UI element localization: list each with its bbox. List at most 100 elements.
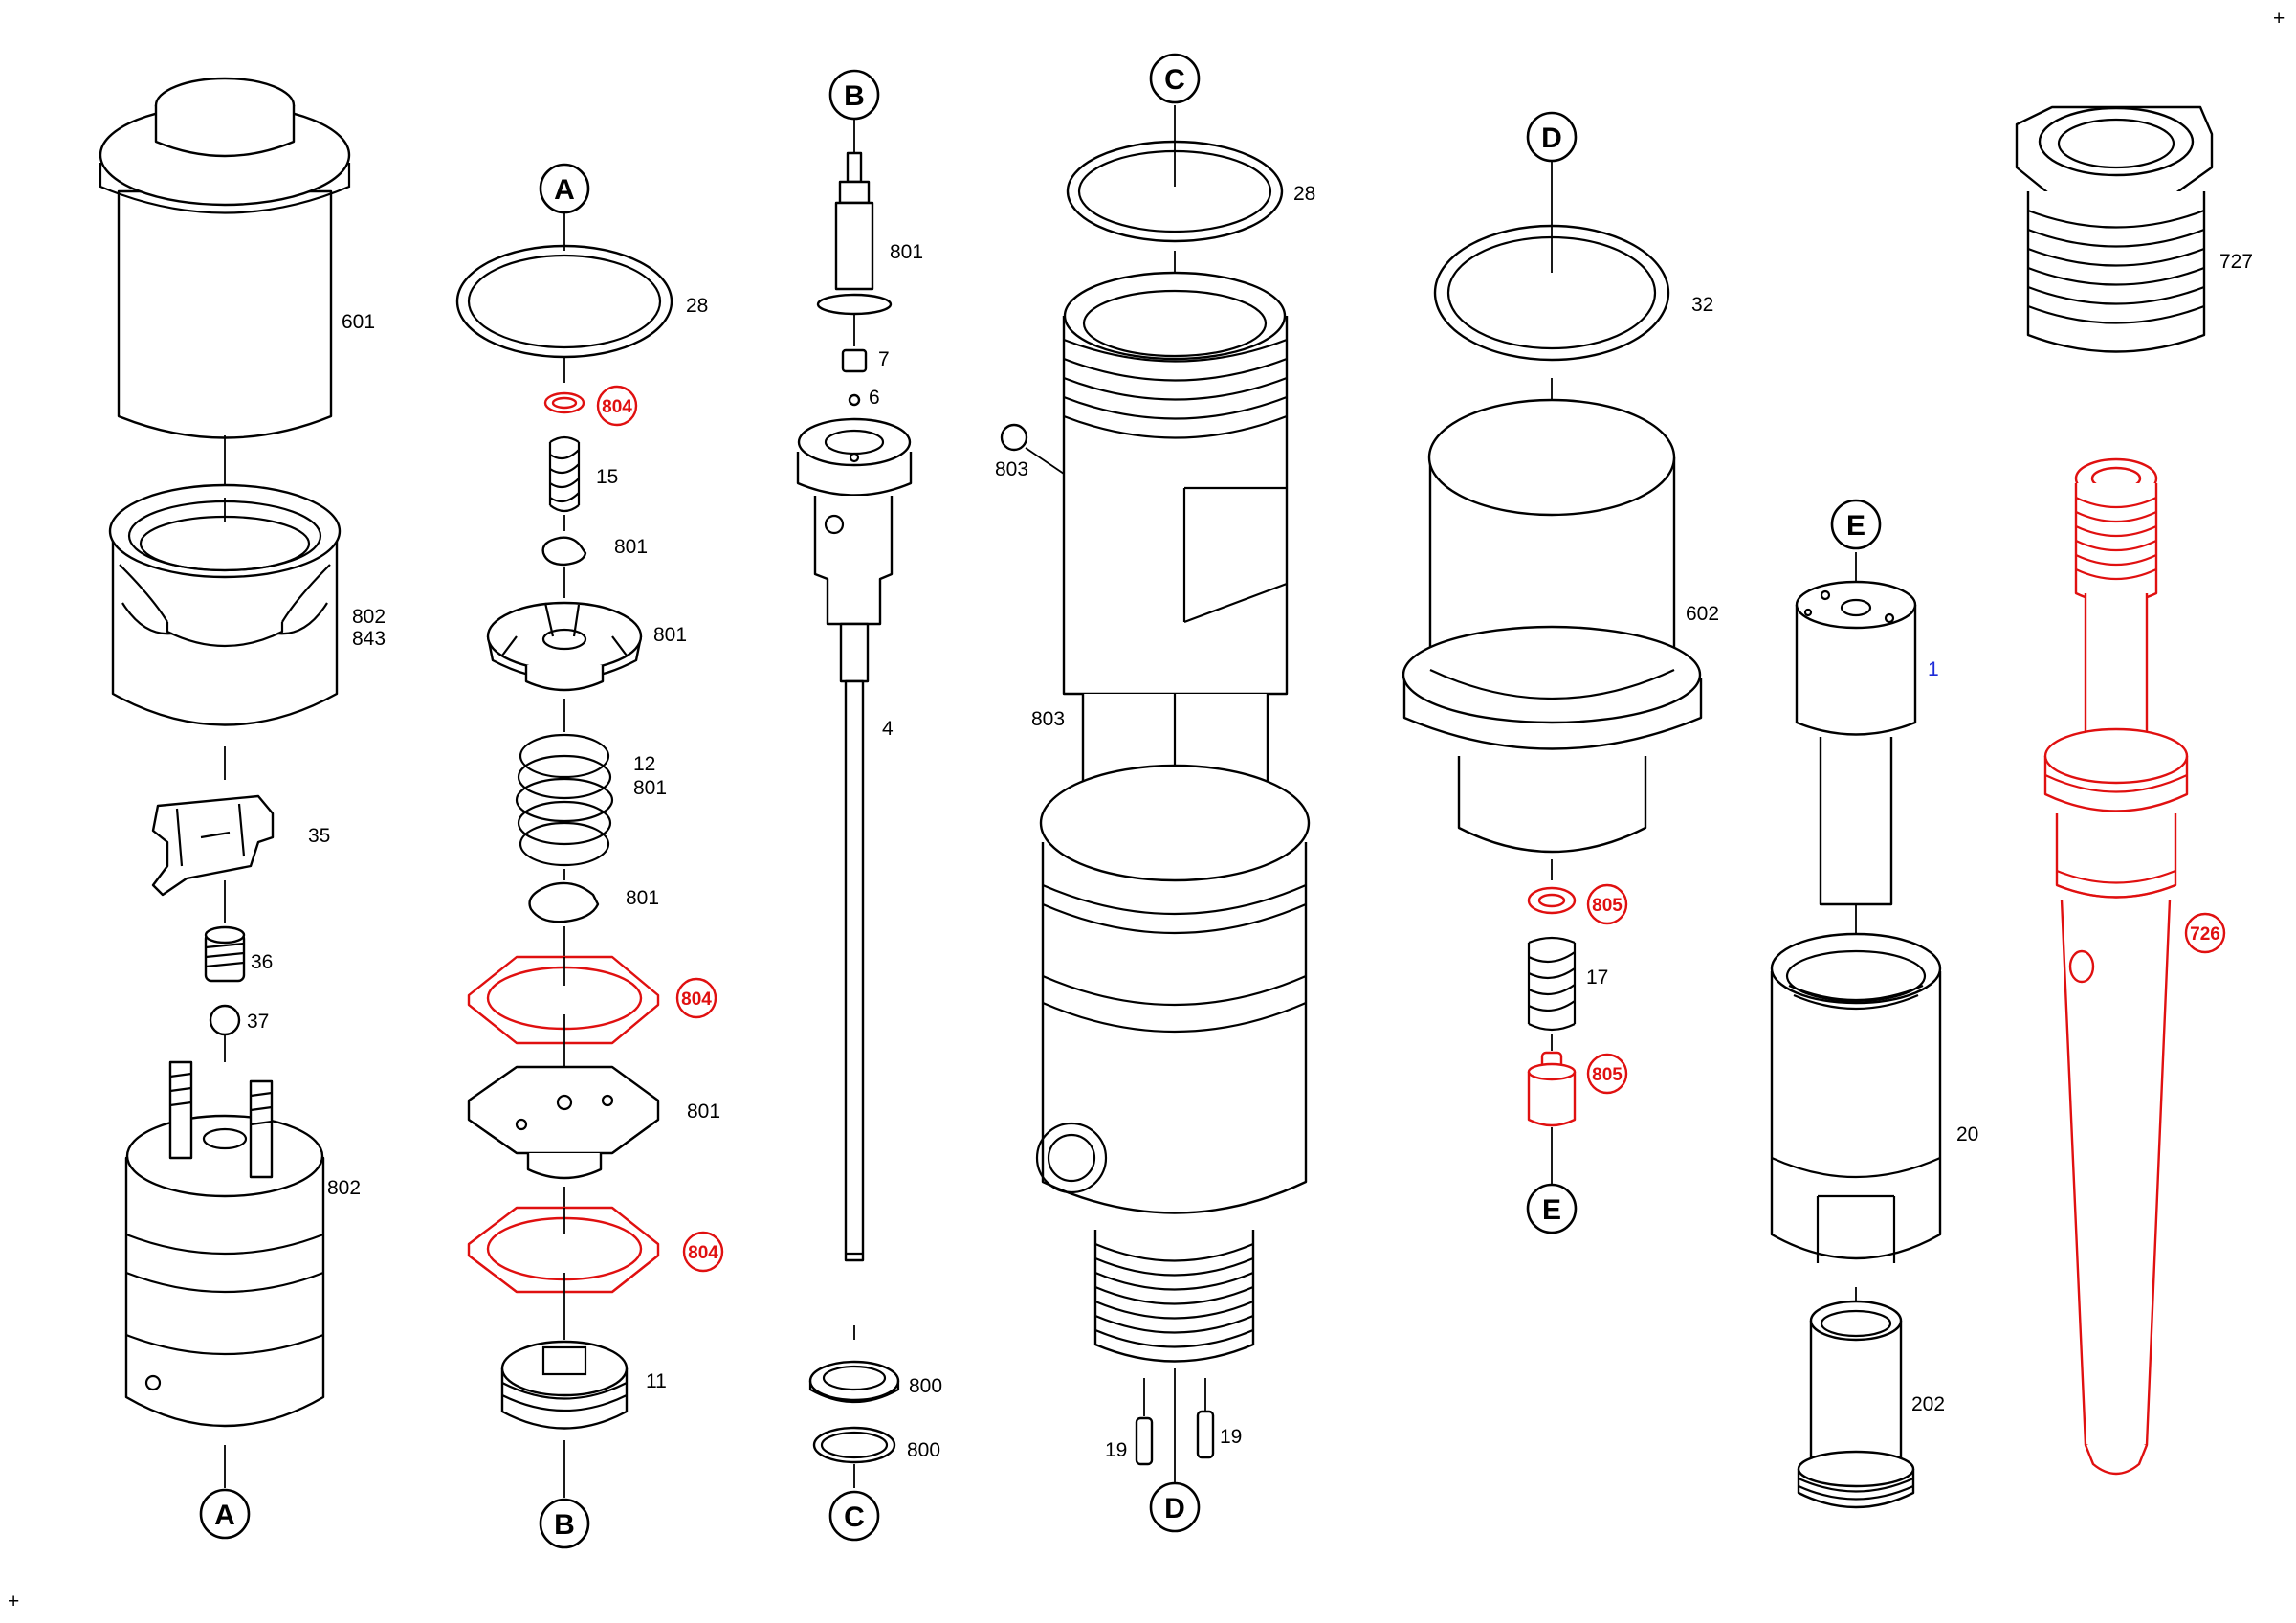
callout-805-a: 805 <box>1586 883 1628 925</box>
label-19a: 19 <box>1105 1439 1127 1461</box>
part-6-ball <box>848 393 861 407</box>
part-803-body <box>1035 271 1311 1483</box>
part-202-sleeve <box>1797 1300 1915 1509</box>
label-1: 1 <box>1928 658 1939 680</box>
part-804-shim-b <box>467 1206 660 1340</box>
column-2 <box>455 212 673 1498</box>
label-36: 36 <box>251 951 273 973</box>
label-12: 12 <box>633 753 655 775</box>
label-802: 802 <box>352 606 386 628</box>
part-803-ball <box>1000 423 1065 475</box>
label-35: 35 <box>308 825 330 847</box>
ref-D-bottom: D <box>1149 1481 1201 1533</box>
part-35-clip <box>151 794 275 923</box>
ref-D-top: D <box>1526 111 1578 163</box>
svg-text:A: A <box>554 174 575 206</box>
svg-text:726: 726 <box>2190 924 2220 945</box>
callout-804-c: 804 <box>682 1231 724 1273</box>
ref-B-bottom: B <box>539 1498 590 1549</box>
svg-text:E: E <box>1542 1194 1561 1226</box>
label-6: 6 <box>869 387 880 409</box>
part-32-oring <box>1433 161 1670 440</box>
label-17: 17 <box>1586 967 1608 989</box>
part-602-cap <box>1402 398 1703 880</box>
column-6 <box>1770 552 1942 1509</box>
part-1-nozzle <box>1795 552 1917 962</box>
part-804-shim-a <box>467 955 660 1072</box>
column-7 <box>2015 105 2214 1476</box>
label-800a: 800 <box>909 1375 942 1397</box>
svg-text:B: B <box>844 80 865 112</box>
ref-C-top: C <box>1149 53 1201 104</box>
label-801a: 801 <box>614 536 648 558</box>
label-727: 727 <box>2219 251 2253 273</box>
part-17-spring <box>1527 936 1577 1051</box>
part-726-pipe <box>2043 457 2189 1476</box>
label-20: 20 <box>1956 1123 1978 1145</box>
svg-text:E: E <box>1846 510 1866 542</box>
part-800-ring-b <box>812 1426 896 1488</box>
label-601: 601 <box>342 311 375 333</box>
svg-text:804: 804 <box>602 397 632 417</box>
part-805-washer-a <box>1527 886 1577 915</box>
part-727-fitting <box>2015 105 2214 353</box>
label-32: 32 <box>1691 294 1713 316</box>
part-28-oring-b <box>1066 105 1284 325</box>
label-15: 15 <box>596 466 618 488</box>
ref-E-top: E <box>1830 499 1882 550</box>
part-805-piston <box>1527 1051 1577 1187</box>
svg-text:C: C <box>1164 64 1185 96</box>
part-801-pin <box>816 115 893 346</box>
label-602: 602 <box>1686 603 1719 625</box>
part-801-disc <box>486 601 643 732</box>
part-11-bushing <box>500 1340 629 1498</box>
label-801f: 801 <box>890 241 923 263</box>
label-802b: 802 <box>327 1177 361 1199</box>
part-804-washer <box>543 391 585 414</box>
ref-A-top: A <box>539 163 590 214</box>
part-801-clip-a <box>541 536 587 598</box>
label-19b: 19 <box>1220 1426 1242 1448</box>
label-803b: 803 <box>1031 708 1065 730</box>
column-1 <box>99 77 351 1488</box>
ref-C-bottom: C <box>828 1490 880 1542</box>
column-4 <box>1000 105 1311 1483</box>
svg-text:B: B <box>554 1509 575 1541</box>
part-15-spring <box>548 435 581 531</box>
part-601-cap <box>99 77 351 526</box>
label-801b: 801 <box>653 624 687 646</box>
label-28a: 28 <box>686 295 708 317</box>
column-5 <box>1402 161 1703 1187</box>
part-800-ring-a <box>808 1360 900 1403</box>
corner-mark-top: + <box>2273 8 2285 30</box>
part-37-ball <box>209 1004 241 1062</box>
svg-text:D: D <box>1164 1493 1185 1524</box>
part-20-nut <box>1770 932 1942 1316</box>
svg-text:D: D <box>1541 122 1562 154</box>
part-802-nut <box>108 483 342 780</box>
label-800b: 800 <box>907 1439 940 1461</box>
part-36-screw <box>204 925 246 983</box>
label-801e: 801 <box>687 1101 720 1123</box>
column-3 <box>796 115 913 1488</box>
callout-726: 726 <box>2184 912 2226 954</box>
label-11: 11 <box>646 1370 667 1392</box>
callout-804-b: 804 <box>675 977 718 1019</box>
part-801-plate <box>467 1065 660 1215</box>
callout-805-b: 805 <box>1586 1053 1628 1095</box>
part-801-clip-b <box>528 881 600 957</box>
label-28b: 28 <box>1293 183 1315 205</box>
part-802-solenoid <box>124 1060 325 1488</box>
label-202: 202 <box>1911 1393 1945 1415</box>
svg-text:C: C <box>844 1501 865 1533</box>
svg-text:A: A <box>214 1500 235 1531</box>
label-37: 37 <box>247 1011 269 1033</box>
part-19-pin-a <box>1135 1416 1154 1466</box>
part-12-spring <box>515 733 614 880</box>
part-labels: 601 802 843 35 36 37 802 28 15 801 801 1… <box>247 183 2253 1461</box>
svg-text:804: 804 <box>681 989 712 1010</box>
corner-mark-bottom: + <box>8 1590 19 1612</box>
part-7-sleeve <box>841 348 868 373</box>
svg-text:805: 805 <box>1592 1065 1623 1085</box>
